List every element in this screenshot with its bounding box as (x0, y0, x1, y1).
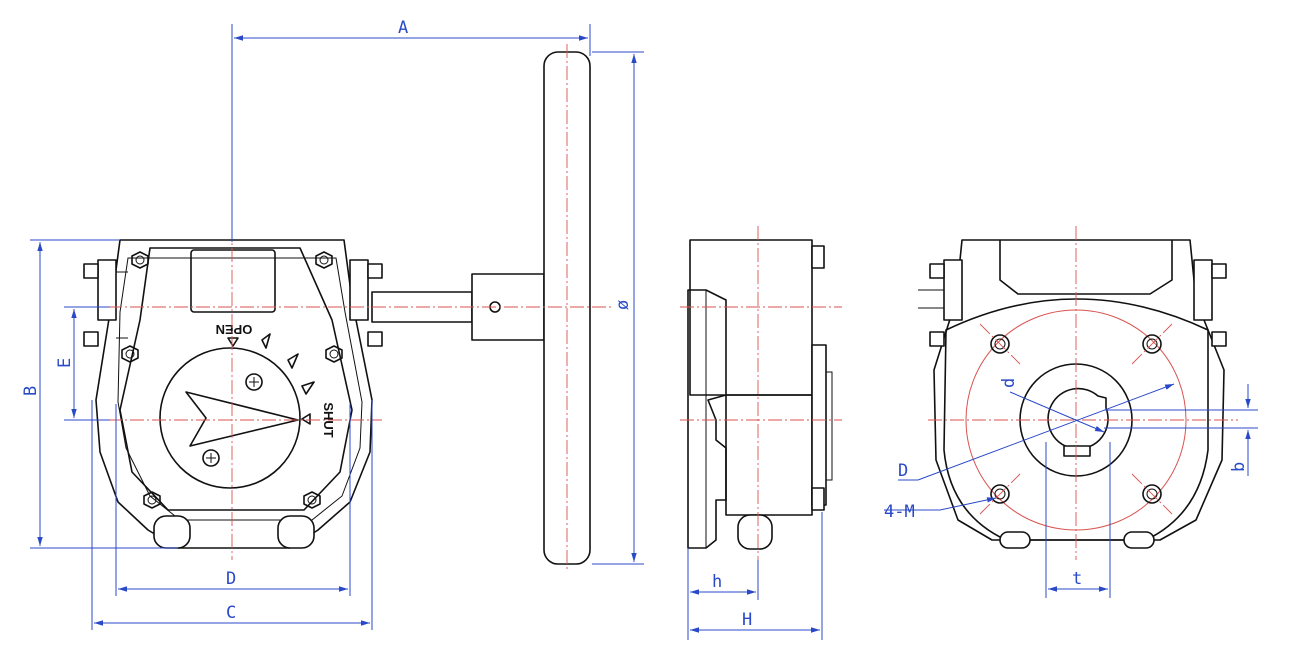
flange-bolt-hole (1142, 334, 1162, 354)
dial-tick (301, 381, 315, 395)
bore-key-slot (1063, 445, 1091, 457)
hex-bolt (303, 491, 321, 509)
hex-bolt (131, 251, 149, 269)
bottom-view (918, 239, 1227, 549)
dimension-lines (30, 24, 1258, 640)
flange-bolt-hole (1142, 484, 1162, 504)
bottom-foot-left (999, 531, 1031, 549)
bottom-side-bolts-right (1193, 259, 1227, 347)
bottom-foot-right (1123, 531, 1155, 549)
mounting-foot-right (277, 515, 315, 549)
side-bolt-right (349, 259, 383, 347)
dial-tick (261, 333, 271, 349)
display-window (190, 249, 276, 313)
hex-bolt (143, 491, 161, 509)
dim-label-D-bottom: D (898, 461, 908, 481)
side-bolt-bottom (811, 487, 825, 511)
side-foot (737, 514, 773, 550)
centerlines (64, 44, 1238, 572)
output-bore-keyway (1047, 387, 1109, 450)
dim-label-A: A (398, 18, 408, 38)
dim-label-phi: ø (613, 300, 633, 310)
side-housing-lower (725, 394, 813, 516)
side-view (687, 239, 833, 550)
shut-marker (301, 413, 311, 425)
side-flange (687, 289, 727, 549)
side-cover-gasket (825, 371, 833, 481)
front-housing-inner-rim (117, 257, 363, 521)
dim-label-E: E (55, 358, 75, 368)
front-cover-plate (119, 247, 353, 511)
arrow-indicator-icon (185, 391, 299, 447)
bottom-shaft-stub (918, 289, 944, 309)
bottom-upper-block (999, 240, 1173, 295)
dim-label-C: C (226, 603, 236, 623)
front-view: OPEN SHUT (83, 51, 591, 565)
mounting-foot-left (153, 515, 191, 549)
hex-bolt (121, 345, 139, 363)
hex-bolt (325, 345, 343, 363)
dial-tick (287, 353, 299, 369)
dim-label-H: H (742, 610, 752, 630)
screw-plus-icon (245, 373, 263, 391)
side-housing-upper (689, 239, 813, 396)
open-label: OPEN (216, 322, 253, 337)
front-housing-outline (95, 239, 373, 549)
side-bolt-top (811, 245, 825, 269)
indicator-dial (159, 347, 301, 489)
side-bolt-left (83, 259, 128, 347)
bottom-flange-plate (943, 298, 1209, 541)
dim-label-B: B (21, 386, 41, 396)
dim-label-D-front: D (226, 569, 236, 589)
dim-label-d: d (999, 378, 1019, 388)
flange-bolt-hole (990, 334, 1010, 354)
open-marker (227, 337, 239, 347)
dim-label-h: h (712, 572, 722, 592)
screw-plus-icon (202, 449, 220, 467)
flange-bolt-hole (990, 484, 1010, 504)
side-cover-plate (811, 344, 827, 506)
dim-label-4M: 4-M (884, 502, 915, 522)
dim-label-b: b (1229, 462, 1249, 472)
bottom-side-bolts-left (929, 259, 963, 347)
hex-bolt (315, 251, 333, 269)
bottom-housing-outline (933, 239, 1225, 541)
dim-label-t: t (1072, 569, 1082, 589)
